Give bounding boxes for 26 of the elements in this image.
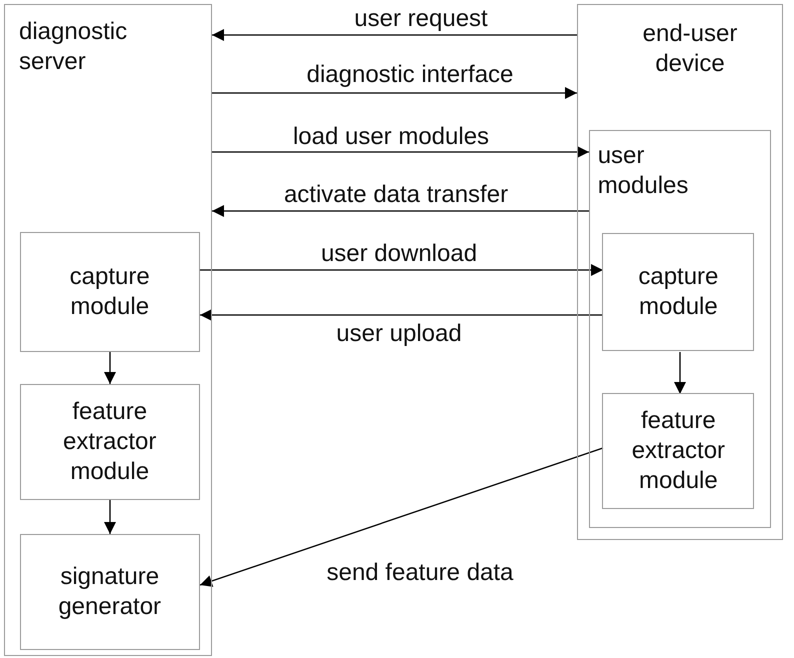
arrow (200, 447, 604, 587)
node-label: signature generator (57, 562, 162, 622)
node-label: end-user device (642, 19, 738, 79)
module-box (20, 232, 200, 352)
node-label: feature extractor module (62, 396, 158, 487)
arrow (200, 264, 603, 276)
container-box (4, 4, 212, 656)
node-label: feature extractor module (630, 406, 726, 496)
arrow (212, 87, 577, 99)
node-label: capture module (637, 262, 720, 322)
arrow (104, 352, 116, 384)
arrow (212, 146, 589, 158)
module-box (602, 393, 754, 510)
node-label: diagnostic server (19, 17, 128, 77)
arrow (212, 205, 589, 217)
node-label: capture module (68, 262, 151, 322)
module-box (20, 534, 200, 650)
container-box (588, 130, 771, 528)
arrow (200, 309, 603, 321)
arrow (104, 500, 116, 534)
arrow (212, 29, 577, 41)
node-label: user modules (598, 140, 690, 201)
module-box (20, 384, 200, 500)
container-box (577, 4, 783, 540)
module-box (602, 233, 754, 352)
arrow (674, 352, 686, 394)
